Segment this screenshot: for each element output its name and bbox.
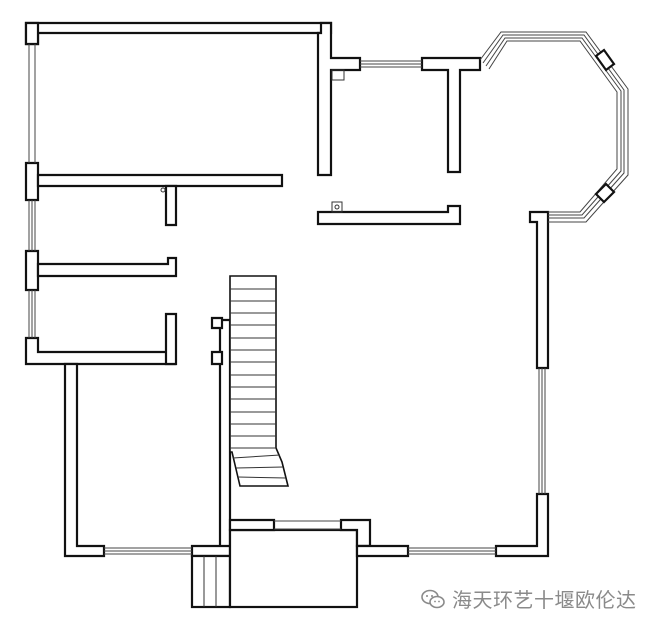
wechat-icon (421, 589, 445, 608)
entry-porch (190, 518, 372, 609)
right-exterior (528, 210, 550, 494)
watermark: 海天环艺十堰欧伦达 (420, 584, 637, 613)
exterior-walls (24, 21, 362, 366)
wall-left-upper (24, 21, 40, 46)
bay-post-1 (594, 48, 616, 72)
partition-1 (36, 173, 284, 188)
stair-outline (229, 275, 290, 487)
interior-walls-left (36, 173, 284, 366)
wall-bottom-right-2 (494, 492, 550, 558)
wall-upper-mid-bottom (316, 204, 462, 226)
entry-wall-left (228, 518, 276, 532)
wall-right-upper (528, 210, 550, 370)
partition-2 (36, 256, 178, 278)
wall-lower-left-vertical (63, 362, 106, 558)
watermark-text: 海天环艺十堰欧伦达 (452, 588, 637, 612)
upper-middle-room (316, 56, 482, 226)
entry-steps (190, 554, 232, 609)
wall-left-mid2 (24, 249, 40, 292)
partition-1-stub (164, 184, 178, 227)
wall-upper-mid-top (420, 56, 482, 174)
bay-window (479, 31, 629, 223)
bay-post-2 (594, 182, 616, 204)
wall-top-left (24, 21, 333, 46)
staircase (229, 275, 290, 487)
entry-porch-slab (228, 528, 359, 609)
wall-left-lower (24, 336, 177, 366)
wall-left-mid (24, 161, 40, 202)
left-windows (28, 44, 36, 338)
fixture-top (331, 69, 345, 81)
partition-3-stub (164, 312, 178, 366)
wall-stair-notch (210, 316, 224, 330)
wall-stair-notch-2 (210, 350, 224, 366)
bottom-left-window (104, 547, 192, 555)
door-marker (160, 187, 166, 193)
fixture-bottom (331, 201, 343, 213)
bottom-right-walls (355, 492, 550, 558)
wall-bottom-left (190, 544, 232, 558)
wall-bottom-right (355, 544, 410, 558)
wall-top-right-vertical (316, 21, 362, 177)
